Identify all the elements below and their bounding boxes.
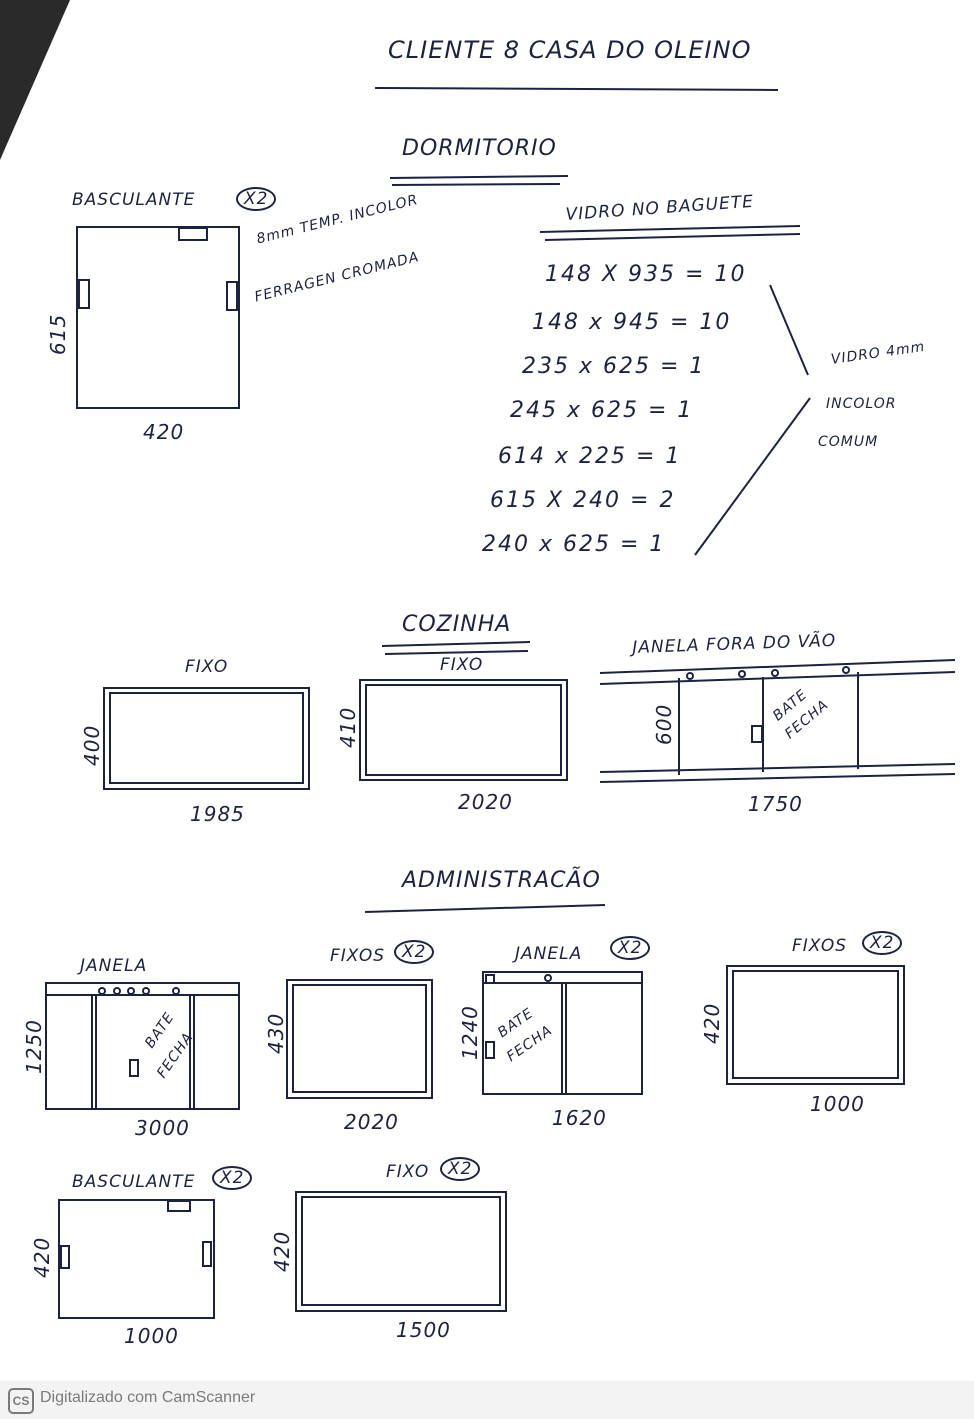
janela-height: 1240 bbox=[458, 1005, 482, 1060]
camscanner-watermark: Digitalizado com CamScanner bbox=[40, 1389, 256, 1406]
measurement-line: 614 x 225 = 1 bbox=[498, 444, 682, 469]
fixo-width: 1985 bbox=[190, 802, 245, 826]
basculante-frame bbox=[76, 226, 240, 409]
basculante-label: BASCULANTE bbox=[72, 1172, 196, 1192]
measurement-line: 235 x 625 = 1 bbox=[522, 354, 706, 379]
fixo-height: 410 bbox=[336, 706, 360, 748]
janela-height: 1250 bbox=[22, 1019, 46, 1074]
quantity-badge: X2 bbox=[862, 931, 903, 955]
fixos-label: FIXOS bbox=[330, 946, 386, 966]
vidro-note: COMUM bbox=[818, 434, 879, 450]
title-underline bbox=[374, 87, 779, 91]
measurement-line: 615 X 240 = 2 bbox=[490, 488, 676, 513]
quantity-badge: X2 bbox=[212, 1166, 253, 1190]
scan-shadow bbox=[0, 0, 70, 160]
fixos-height: 430 bbox=[264, 1012, 288, 1054]
basculante-label: BASCULANTE bbox=[72, 190, 196, 210]
drawing-lines bbox=[0, 0, 956, 1319]
janela-width: 1750 bbox=[748, 792, 803, 816]
quantity-badge: X2 bbox=[610, 936, 651, 960]
quantity-badge: X2 bbox=[394, 940, 435, 964]
janela-width: 3000 bbox=[135, 1116, 190, 1140]
fixo-height: 420 bbox=[270, 1230, 294, 1272]
fixo-width: 2020 bbox=[458, 790, 513, 814]
fixo-width: 1500 bbox=[396, 1318, 451, 1342]
fixos-width: 2020 bbox=[344, 1110, 399, 1134]
fixo-label: FIXO bbox=[386, 1162, 430, 1182]
quantity-badge: X2 bbox=[440, 1157, 481, 1181]
page-title: CLIENTE 8 CASA DO OLEINO bbox=[388, 36, 752, 64]
janela-label: JANELA bbox=[80, 956, 148, 976]
vidro-note: INCOLOR bbox=[826, 396, 897, 412]
measurement-line: 240 x 625 = 1 bbox=[482, 532, 666, 557]
measurement-line: 148 X 935 = 10 bbox=[545, 262, 747, 287]
fixo-label: FIXO bbox=[185, 657, 229, 677]
janela-height: 600 bbox=[652, 703, 676, 745]
fixos-height: 420 bbox=[700, 1002, 724, 1044]
basculante-width: 420 bbox=[143, 420, 185, 444]
fixos-width: 1000 bbox=[810, 1092, 865, 1116]
fixos-label: FIXOS bbox=[792, 936, 848, 956]
basculante-width: 1000 bbox=[124, 1324, 179, 1348]
scanner-footer: CS Digitalizado com CamScanner bbox=[0, 1381, 974, 1419]
section-heading-dormitorio: DORMITORIO bbox=[402, 136, 557, 161]
fixo-label: FIXO bbox=[440, 655, 484, 675]
basculante-height: 420 bbox=[30, 1236, 54, 1278]
measurement-line: 148 x 945 = 10 bbox=[532, 310, 732, 335]
basculante-height: 615 bbox=[46, 313, 70, 355]
camscanner-logo: CS bbox=[8, 1388, 34, 1414]
measurement-line: 245 x 625 = 1 bbox=[510, 398, 694, 423]
section-heading-cozinha: COZINHA bbox=[402, 612, 512, 637]
fixo-height: 400 bbox=[80, 724, 104, 766]
section-heading-administracao: ADMINISTRACÃO bbox=[402, 868, 601, 893]
janela-width: 1620 bbox=[552, 1106, 607, 1130]
quantity-badge: X2 bbox=[236, 187, 277, 211]
janela-label: JANELA bbox=[515, 944, 583, 964]
